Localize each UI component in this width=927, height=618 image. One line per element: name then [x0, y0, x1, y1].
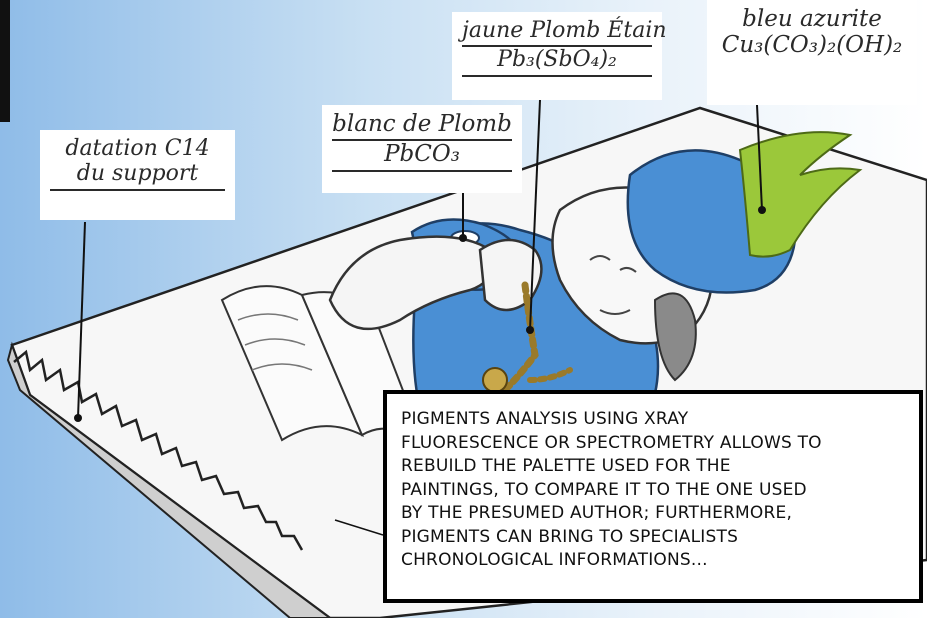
pointer-bleu — [756, 104, 763, 211]
caption-line: CHRONOLOGICAL INFORMATIONS... — [401, 550, 708, 570]
label-bleu-azurite: bleu azurite Cu₃(CO₃)₂(OH)₂ — [707, 0, 917, 105]
caption-line: PAINTINGS, TO COMPARE IT TO THE ONE USED — [401, 479, 807, 500]
book-lines — [237, 313, 313, 371]
panel-edge — [6, 341, 332, 618]
caption-box: PIGMENTS ANALYSIS USING XRAY FLUORESCENC… — [383, 390, 923, 603]
label-blanc-name: blanc de Plomb — [332, 111, 512, 142]
label-datation-c14: datation C14 du support — [40, 130, 235, 220]
gold-chain — [501, 281, 539, 394]
pointer-dot-datation — [74, 414, 82, 422]
label-jaune-name: jaune Plomb Étain — [462, 18, 667, 48]
gold-chain-lower — [527, 367, 573, 383]
caption-line: PIGMENTS CAN BRING TO SPECIALISTS — [401, 526, 739, 547]
caption-pointer — [334, 519, 384, 536]
label-blanc-formula: PbCO₃ — [332, 141, 512, 172]
panel-edge-sawtooth — [13, 349, 304, 551]
comic-frame-edge — [0, 0, 10, 122]
label-bleu-name: bleu azurite — [742, 6, 882, 32]
pointer-dot-blanc — [459, 234, 467, 242]
label-datation-line2: du support — [50, 161, 225, 191]
caption-line: PIGMENTS ANALYSIS USING XRAY — [401, 409, 689, 429]
gold-chain-pendant — [482, 367, 508, 393]
caption-line: FLUORESCENCE OR SPECTROMETRY ALLOWS TO — [401, 432, 822, 453]
label-blanc-de-plomb: blanc de Plomb PbCO₃ — [322, 105, 522, 193]
caption-line: REBUILD THE PALETTE USED FOR THE — [401, 456, 731, 476]
pointer-dot-jaune — [526, 326, 534, 334]
pointer-jaune — [529, 99, 541, 331]
label-datation-line1: datation C14 — [65, 136, 210, 161]
label-jaune-plomb-etain: jaune Plomb Étain Pb₃(SbO₄)₂ — [452, 12, 667, 100]
pointer-dot-bleu — [758, 206, 766, 214]
pointer-datation — [77, 221, 86, 419]
figure-face-features — [589, 255, 637, 315]
figure-green-feather — [738, 131, 863, 258]
caption-line: BY THE PRESUMED AUTHOR; FURTHERMORE, — [401, 503, 793, 523]
label-bleu-formula: Cu₃(CO₃)₂(OH)₂ — [721, 32, 903, 59]
label-jaune-formula: Pb₃(SbO₄)₂ — [462, 47, 652, 77]
figure-grey-hair — [653, 292, 697, 382]
